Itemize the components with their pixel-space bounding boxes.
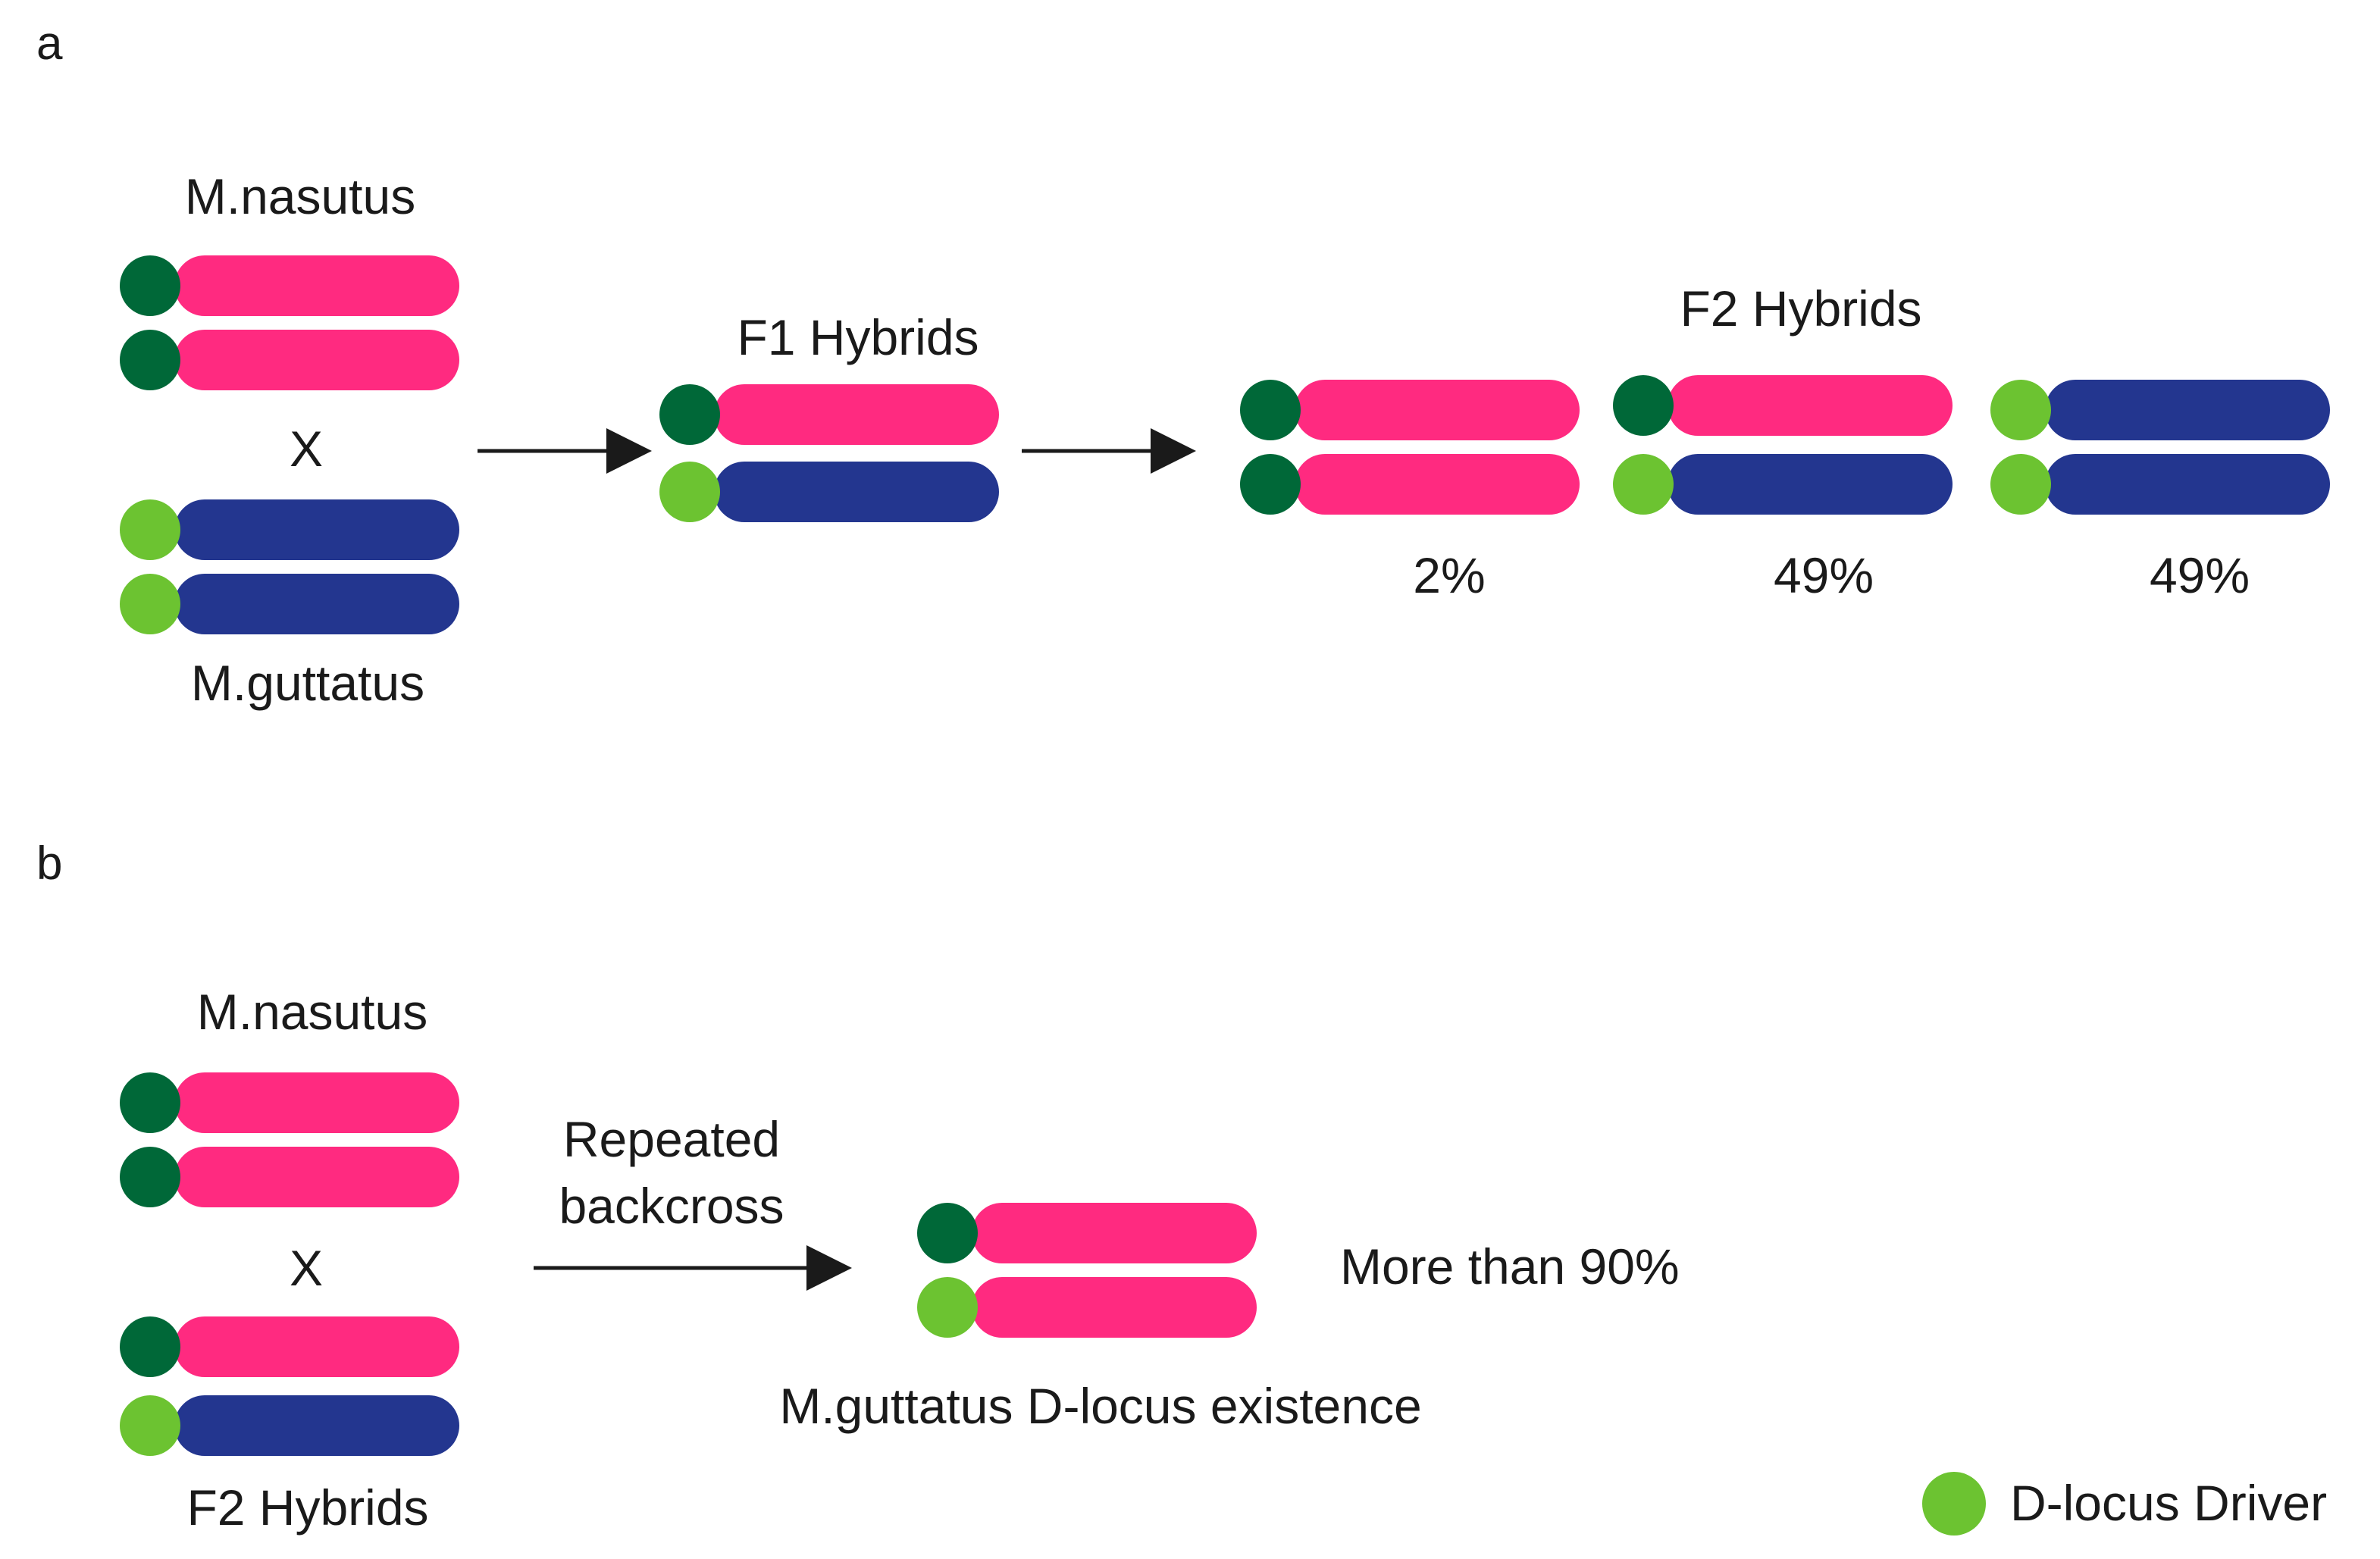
chromosome-blue xyxy=(2045,454,2330,515)
legend-d-locus-icon xyxy=(1922,1472,1986,1536)
chromosome-pink xyxy=(972,1277,1257,1338)
panel-b-result-chromosome-pair xyxy=(917,1203,1257,1338)
legend-label: D-locus Driver xyxy=(2010,1475,2327,1531)
chromosome-pink xyxy=(1668,375,1953,436)
locus-light-green xyxy=(120,1395,180,1456)
panel-a-f2-genotype-1: 2% xyxy=(1240,380,1580,603)
panel-b-f2-chromosome-pair xyxy=(120,1316,459,1456)
locus-light-green xyxy=(120,574,180,634)
chromosome-blue xyxy=(714,462,999,522)
chromosome-blue xyxy=(1668,454,1953,515)
locus-light-green xyxy=(917,1277,978,1338)
panel-a-f2-genotype-3: 49% xyxy=(1990,380,2330,603)
locus-light-green xyxy=(659,462,720,522)
panel-b-result-percent: More than 90% xyxy=(1340,1238,1680,1294)
panel-b-f2-label: F2 Hybrids xyxy=(186,1479,428,1536)
chromosome-pink xyxy=(174,330,459,390)
panel-a: a M.nasutus X M.guttatus F1 Hybrids xyxy=(36,17,2330,711)
panel-a-f2-percent-1: 2% xyxy=(1413,547,1485,603)
panel-a-letter: a xyxy=(36,17,63,70)
locus-light-green xyxy=(1990,380,2051,440)
chromosome-pink xyxy=(174,255,459,316)
locus-dark-green xyxy=(120,1147,180,1207)
locus-dark-green xyxy=(659,384,720,445)
locus-dark-green xyxy=(1240,454,1301,515)
locus-dark-green xyxy=(1613,375,1674,436)
panel-a-f1-chromosome-pair xyxy=(659,384,999,522)
panel-b-letter: b xyxy=(36,837,62,890)
panel-a-f2-genotype-2: 49% xyxy=(1613,375,1953,603)
panel-a-f2-label: F2 Hybrids xyxy=(1680,280,1921,337)
chromosome-blue xyxy=(174,574,459,634)
panel-b: b M.nasutus X F2 Hybrids Repeated backcr… xyxy=(36,837,1680,1536)
panel-a-nasutus-label: M.nasutus xyxy=(185,168,415,224)
chromosome-pink xyxy=(714,384,999,445)
panel-a-arrow-to-f2 xyxy=(1022,428,1196,474)
panel-b-arrow-label-line2: backcross xyxy=(559,1178,784,1234)
panel-a-nasutus-chromosome-pair xyxy=(120,255,459,390)
panel-b-result-caption: M.guttatus D-locus existence xyxy=(779,1378,1421,1434)
legend: D-locus Driver xyxy=(1922,1472,2327,1536)
chromosome-blue xyxy=(2045,380,2330,440)
chromosome-pink xyxy=(1295,454,1580,515)
chromosome-pink xyxy=(174,1147,459,1207)
panel-a-guttatus-label: M.guttatus xyxy=(191,655,424,711)
locus-dark-green xyxy=(120,1316,180,1377)
panel-b-arrow-label-line1: Repeated xyxy=(563,1111,780,1167)
panel-b-nasutus-chromosome-pair xyxy=(120,1072,459,1207)
panel-a-cross-symbol: X xyxy=(290,421,323,477)
locus-dark-green xyxy=(1240,380,1301,440)
panel-a-arrow-to-f1 xyxy=(478,428,652,474)
chromosome-blue xyxy=(174,1395,459,1456)
locus-dark-green xyxy=(120,1072,180,1133)
chromosome-pink xyxy=(174,1072,459,1133)
locus-dark-green xyxy=(917,1203,978,1263)
panel-a-f1-label: F1 Hybrids xyxy=(737,309,979,365)
chromosome-pink xyxy=(174,1316,459,1377)
panel-a-guttatus-chromosome-pair xyxy=(120,499,459,634)
panel-b-nasutus-label: M.nasutus xyxy=(197,984,427,1040)
locus-dark-green xyxy=(120,255,180,316)
panel-b-cross-symbol: X xyxy=(290,1240,323,1296)
panel-a-f2-percent-2: 49% xyxy=(1774,547,1874,603)
locus-dark-green xyxy=(120,330,180,390)
locus-light-green xyxy=(120,499,180,560)
chromosome-blue xyxy=(174,499,459,560)
panel-a-f2-percent-3: 49% xyxy=(2150,547,2250,603)
locus-light-green xyxy=(1990,454,2051,515)
chromosome-pink xyxy=(972,1203,1257,1263)
panel-b-backcross-arrow xyxy=(534,1245,852,1291)
locus-light-green xyxy=(1613,454,1674,515)
chromosome-pink xyxy=(1295,380,1580,440)
